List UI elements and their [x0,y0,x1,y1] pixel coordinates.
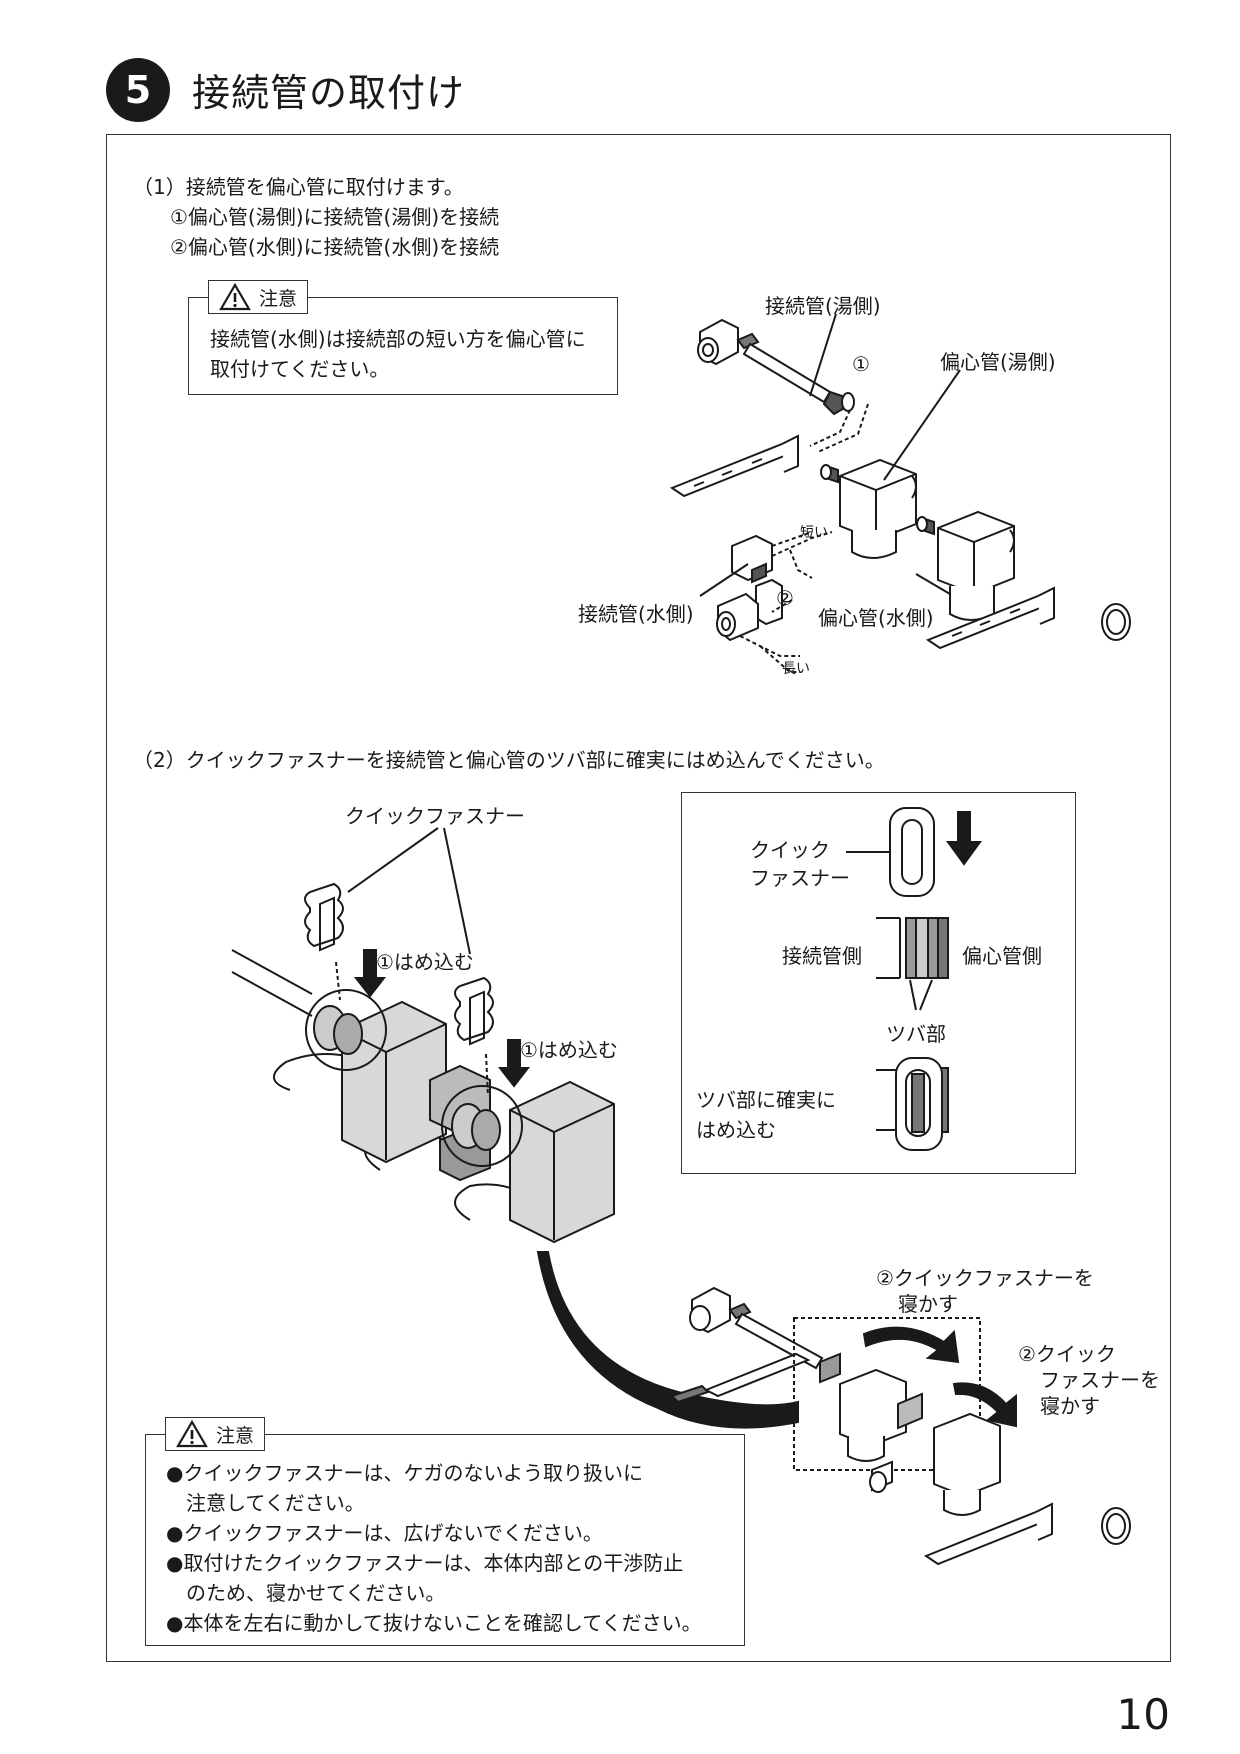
inset-insert-line2: はめ込む [696,1118,776,1142]
caution-label: 注意 [216,1424,255,1447]
section2-heading: （2）クイックファスナーを接続管と偏心管のツバ部に確実にはめ込んでください。 [133,748,885,772]
caution-label: 注意 [259,287,298,310]
label-lay-b-line2: ファスナーを [1040,1368,1160,1392]
hot-pipe-illustration [697,318,855,416]
label-long: 長い [782,661,810,677]
inset-eccentric-side: 偏心管側 [962,944,1042,968]
down-arrow-icon [946,811,982,866]
label-hot-eccentric: 偏心管(湯側) [940,350,1056,374]
step-number-badge: 5 [106,58,170,122]
caution1-line1: 接続管(水側)は接続部の短い方を偏心管に [210,327,586,351]
page-number: 10 [1116,1690,1170,1739]
caution2-item: ●取付けたクイックファスナーは、本体内部との干渉防止 [166,1551,684,1575]
label-marker-1: ① [852,352,870,376]
caution2-item: のため、寝かせてください。 [166,1581,446,1605]
caution2-item: ●クイックファスナーは、ケガのないよう取り扱いに [166,1461,644,1485]
warning-icon [176,1419,208,1448]
caution-box-2 [145,1434,745,1646]
label-lay-a-line2: 寝かす [898,1292,958,1316]
inset-pipe-side: 接続管側 [782,944,862,968]
page-title: 接続管の取付け [192,71,466,115]
caution-tag-2: 注意 [165,1417,266,1451]
water-eccentric-illustration [916,510,1015,621]
fastener-detail-inset [681,792,1076,1174]
label-water-pipe: 接続管(水側) [578,602,694,626]
label-lay-b-line1: ②クイック [1018,1342,1116,1366]
label-water-eccentric: 偏心管(水側) [818,606,934,630]
warning-icon [219,282,251,311]
caution2-item: ●クイックファスナーは、広げないでください。 [166,1521,603,1545]
label-insert-a: ①はめ込む [376,950,474,974]
caution2-item: 注意してください。 [166,1491,365,1515]
caution2-item: ●本体を左右に動かして抜けないことを確認してください。 [166,1611,702,1635]
label-insert-b: ①はめ込む [520,1038,618,1062]
inset-flange: ツバ部 [886,1022,946,1046]
label-lay-a-line1: ②クイックファスナーを [876,1266,1094,1290]
section1-step2: ②偏心管(水側)に接続管(水側)を接続 [170,235,500,259]
caution1-line2: 取付けてください。 [210,357,390,381]
label-hot-pipe: 接続管(湯側) [765,294,881,318]
inset-fastener-line2: ファスナー [750,866,850,890]
content-frame [106,134,1171,1662]
label-short: 短い [800,525,828,541]
inset-fastener-line1: クイック [750,838,830,862]
label-quick-fastener: クイックファスナー [345,804,525,828]
label-marker-2: ② [776,586,794,610]
caution-tag-1: 注意 [208,280,309,314]
hot-eccentric-illustration [820,458,917,559]
label-lay-b-line3: 寝かす [1040,1394,1100,1418]
section1-step1: ①偏心管(湯側)に接続管(湯側)を接続 [170,205,500,229]
section1-heading: （1）接続管を偏心管に取付けます。 [133,175,464,199]
inset-insert-line1: ツバ部に確実に [696,1088,836,1112]
